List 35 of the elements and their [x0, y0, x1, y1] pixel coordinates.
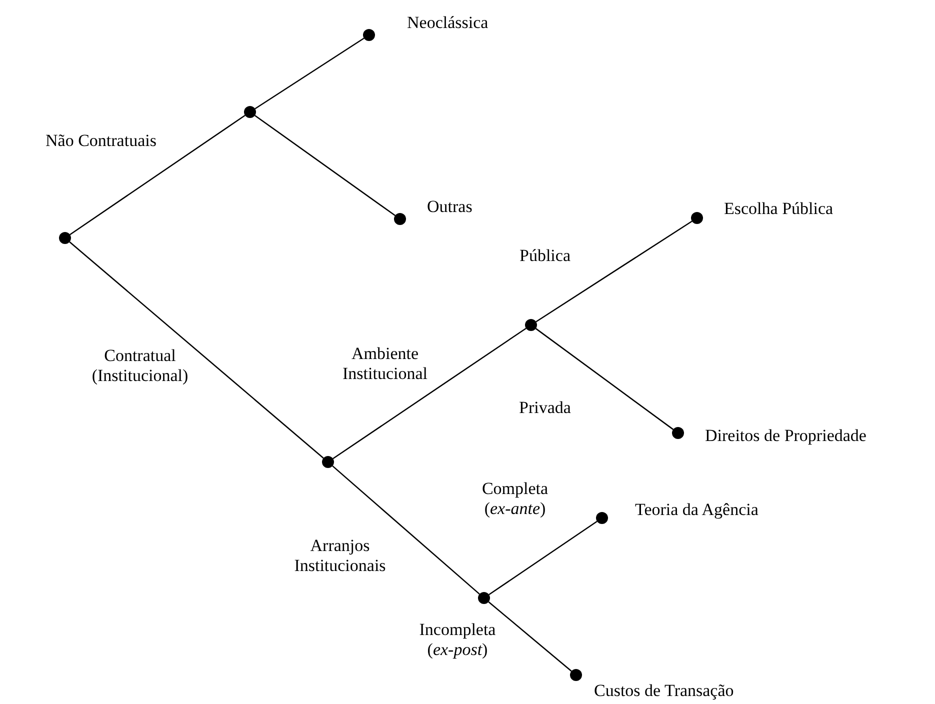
- branch-dot: [672, 427, 684, 439]
- branch-dot: [322, 456, 334, 468]
- branch-line: [69, 241, 324, 459]
- leaf-label: Custos de Transação: [594, 681, 734, 701]
- edge-label: Ambiente Institucional: [342, 344, 428, 384]
- edge-label: Privada: [518, 398, 572, 418]
- leaf-label: Escolha Pública: [724, 199, 834, 219]
- branch-line: [70, 114, 246, 236]
- branch-line: [536, 220, 692, 322]
- edge-label: Contratual (Institucional): [90, 346, 190, 386]
- branch-line: [332, 465, 480, 595]
- branch-dot: [570, 669, 582, 681]
- branch-line: [332, 328, 526, 460]
- branch-dot: [525, 319, 537, 331]
- edge-label: Arranjos Institucionais: [293, 536, 387, 576]
- leaf-label: Outras: [427, 197, 472, 217]
- edge-label: Pública: [518, 246, 572, 266]
- branch-dot: [394, 213, 406, 225]
- edge-label: Completa (ex-ante): [480, 479, 550, 518]
- leaf-label: Teoria da Agência: [635, 500, 758, 520]
- branch-dot: [691, 212, 703, 224]
- branch-line: [254, 114, 396, 216]
- branch-line: [254, 38, 364, 110]
- branch-dot: [244, 106, 256, 118]
- leaf-label: Neoclássica: [407, 13, 488, 33]
- edge-label: Não Contratuais: [44, 131, 158, 151]
- branch-dot: [363, 29, 375, 41]
- leaf-label: Direitos de Propriedade: [705, 426, 866, 446]
- branch-line: [488, 601, 572, 672]
- branch-dot: [59, 232, 71, 244]
- edge-label: Incompleta (ex-post): [418, 620, 497, 660]
- branch-dot: [478, 592, 490, 604]
- branch-dot: [596, 512, 608, 524]
- branch-line: [535, 328, 674, 430]
- branch-line: [488, 520, 598, 596]
